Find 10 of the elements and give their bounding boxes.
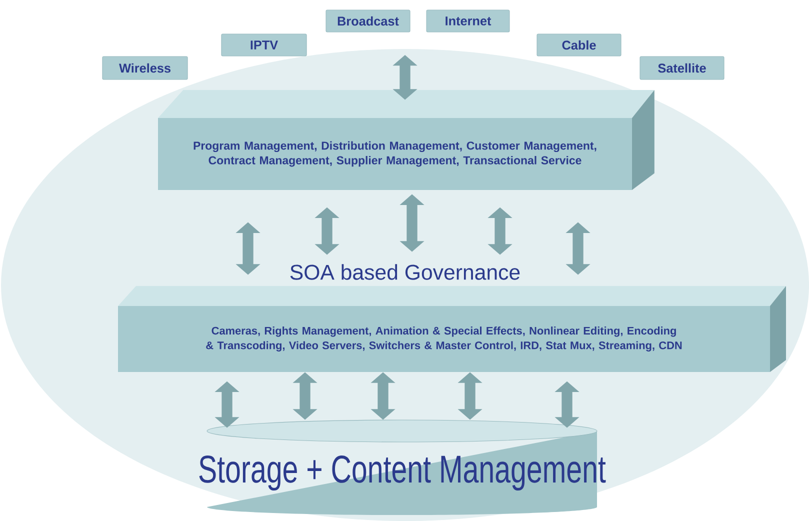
channel-box: Cable xyxy=(536,34,622,56)
platform-block: Program Management, Distribution Management, Customer Management, Contract Management, Supplier Management, Transactional Service xyxy=(158,90,654,190)
channel-box: Wireless xyxy=(102,56,188,80)
channel-box: IPTV xyxy=(221,34,307,56)
platform-block: Cameras, Rights Management, Animation & Special Effects, Nonlinear Editing, Encoding & Transcoding, Video Servers, Switchers & Master Control, IRD, Stat Mux, Streaming, CDN xyxy=(118,286,786,372)
channel-box: Internet xyxy=(426,10,510,32)
channel-box: Satellite xyxy=(640,56,724,80)
caption-text: SOA based Governance xyxy=(290,264,520,280)
channel-box: Broadcast xyxy=(326,10,410,32)
storage-cylinder: Storage + Content Management xyxy=(199,420,606,515)
